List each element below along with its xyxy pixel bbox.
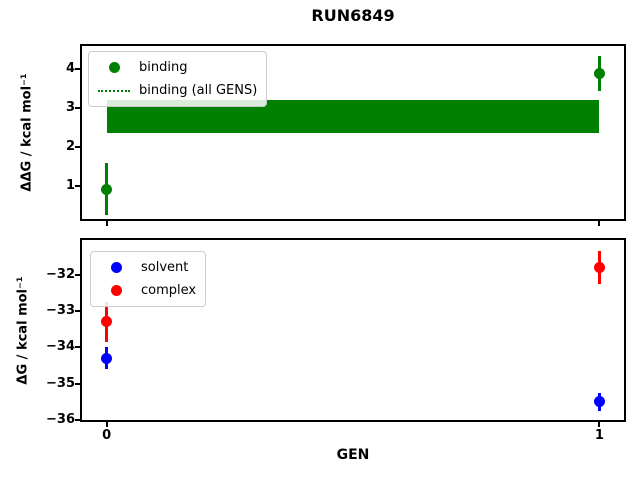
y-tick-mark (75, 68, 80, 71)
axes-binding: binding binding (all GENS) 1 2 3 4 (66, 44, 626, 226)
data-point-binding-gen0 (101, 183, 113, 195)
data-point-binding-gen1 (593, 67, 605, 79)
legend-label-solvent: solvent (141, 260, 189, 275)
legend-item-solvent: solvent (100, 257, 196, 278)
legend-item-binding: binding (98, 57, 257, 78)
ddg-ylabel: ΔΔG / kcal mol⁻¹ (19, 73, 35, 192)
y-tick-mark (75, 309, 80, 312)
legend-label-complex: complex (141, 283, 197, 298)
axes-dg: solvent complex −32 −33 −34 −35 −36 0 1 (46, 238, 626, 443)
legend-marker-box (98, 62, 130, 73)
data-point-solvent-gen1 (593, 396, 605, 408)
solvent-dot-icon (110, 262, 122, 273)
y-tick-mark (75, 273, 80, 276)
x-tick-label: 0 (102, 428, 112, 443)
data-point-complex-gen0 (101, 316, 113, 328)
y-tick-label: −36 (46, 412, 75, 427)
binding-dot-icon (108, 62, 120, 73)
y-tick-label: 4 (65, 61, 75, 77)
legend-item-complex: complex (100, 280, 196, 301)
x-tick-mark (598, 221, 601, 226)
y-tick-label: −35 (46, 375, 75, 391)
binding-all-gens-dotted-line-icon (98, 89, 130, 92)
legend-binding: binding binding (all GENS) (88, 51, 268, 107)
legend-marker-box (98, 89, 130, 92)
x-tick-mark (598, 422, 601, 427)
y-tick-label: 2 (65, 139, 75, 155)
y-tick-mark (75, 107, 80, 110)
x-tick-mark (105, 221, 108, 226)
y-tick-label: −34 (46, 339, 75, 355)
y-tick-label: 1 (65, 177, 75, 193)
y-tick-label: −32 (46, 266, 75, 282)
y-tick-label: 3 (65, 100, 75, 116)
y-tick-mark (75, 346, 80, 349)
x-axis-label: GEN (336, 447, 370, 463)
legend-label-binding-all-gens: binding (all GENS) (139, 83, 258, 98)
data-point-solvent-gen0 (101, 352, 113, 364)
y-tick-mark (75, 184, 80, 187)
legend-label-binding: binding (139, 60, 188, 75)
y-tick-mark (75, 382, 80, 385)
legend-marker-box (100, 285, 132, 296)
figure-title: RUN6849 (311, 6, 395, 25)
dg-ylabel: ΔG / kcal mol⁻¹ (15, 275, 31, 385)
y-tick-label: −33 (46, 302, 75, 318)
data-point-complex-gen1 (593, 261, 605, 273)
y-tick-mark (75, 419, 80, 421)
complex-dot-icon (110, 285, 122, 296)
legend-dg: solvent complex (90, 251, 207, 307)
x-tick-mark (105, 422, 108, 427)
x-tick-label: 1 (594, 428, 604, 443)
legend-marker-box (100, 262, 132, 273)
y-tick-mark (75, 146, 80, 149)
legend-item-binding-all-gens: binding (all GENS) (98, 80, 257, 101)
